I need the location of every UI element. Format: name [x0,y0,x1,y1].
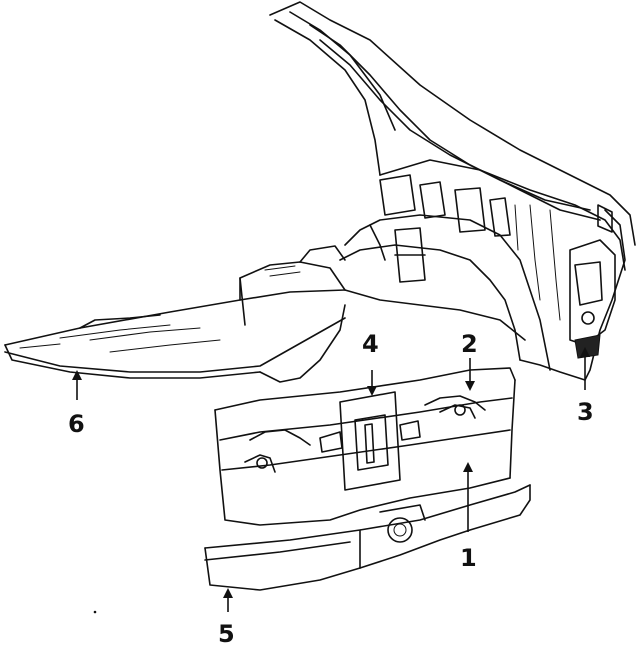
callout-4: 4 [362,330,379,358]
rear-sill-panel [204,484,531,591]
rear-body-panel [214,367,516,526]
callout-2: 2 [461,330,478,358]
floor-pan [4,245,346,383]
callout-3: 3 [577,398,594,426]
leader-lines [72,347,590,612]
quarter-panel-assembly [269,1,636,381]
callout-1: 1 [460,544,477,572]
callout-5: 5 [218,620,235,646]
stray-mark [93,610,97,614]
callout-6: 6 [68,410,85,438]
